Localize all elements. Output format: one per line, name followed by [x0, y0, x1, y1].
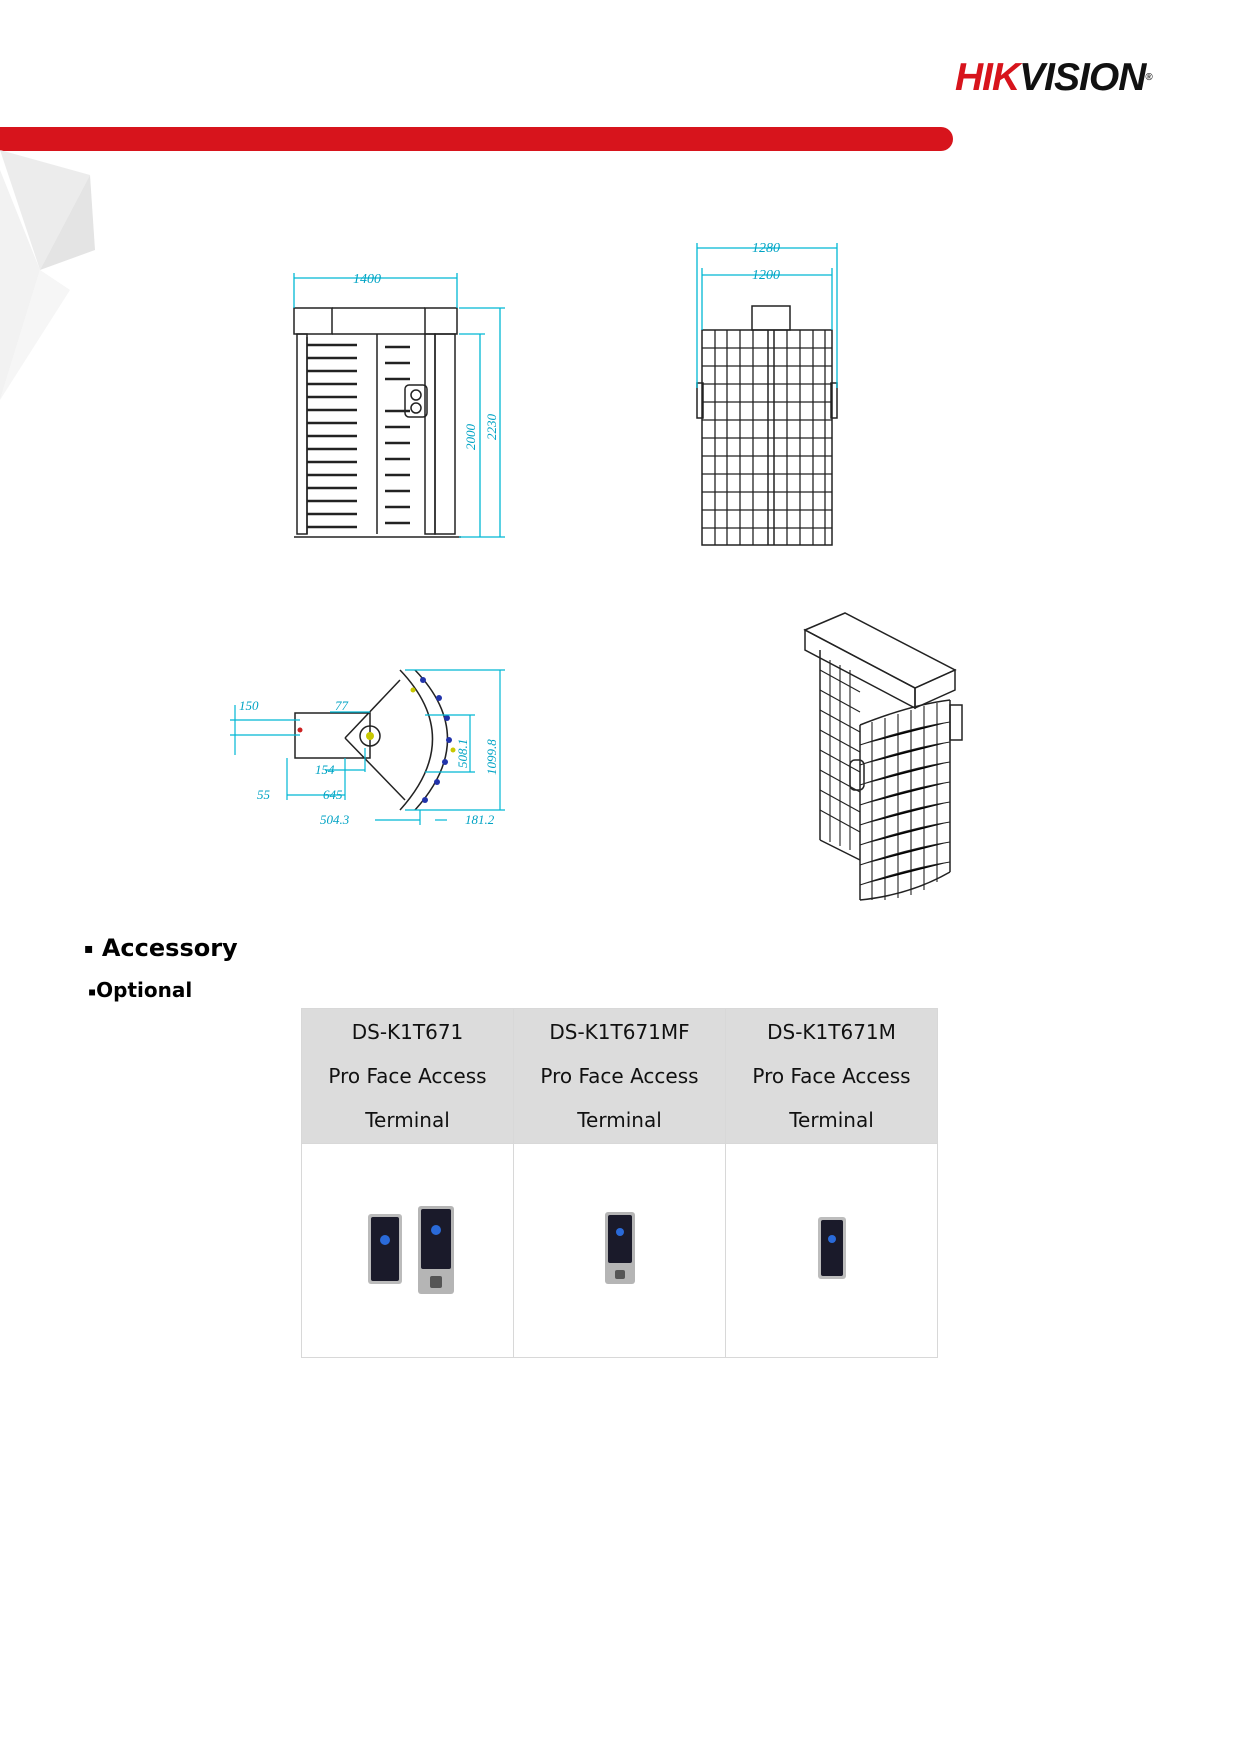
table-cell-header: DS-K1T671 Pro Face Access Terminal	[301, 1008, 514, 1144]
bullet-icon: ▪	[84, 941, 94, 957]
table-header-row: DS-K1T671 Pro Face Access Terminal DS-K1…	[301, 1008, 938, 1144]
face-terminal-pair-image	[367, 1206, 454, 1294]
model-desc-line2: Terminal	[789, 1108, 874, 1132]
table-image-row	[301, 1143, 938, 1358]
dim-inner-width: 1200	[752, 268, 780, 283]
face-terminal-mf-image	[604, 1212, 635, 1284]
table-cell-image	[725, 1143, 938, 1358]
model-desc-line2: Terminal	[365, 1108, 450, 1132]
face-terminal-m-image	[817, 1217, 846, 1279]
table-cell-header: DS-K1T671MF Pro Face Access Terminal	[513, 1008, 726, 1144]
dim-181: 181.2	[465, 812, 495, 827]
model-desc-line2: Terminal	[577, 1108, 662, 1132]
decorative-triangles	[0, 150, 95, 400]
model-desc-line1: Pro Face Access	[752, 1064, 911, 1088]
dim-645: 645	[323, 787, 343, 802]
side-view-drawing: 1280 1200	[696, 241, 838, 546]
dim-508: 508.1	[455, 739, 470, 768]
accessory-table: DS-K1T671 Pro Face Access Terminal DS-K1…	[301, 1008, 938, 1358]
dim-width: 1400	[353, 272, 381, 287]
model-desc-line1: Pro Face Access	[328, 1064, 487, 1088]
table-cell-header: DS-K1T671M Pro Face Access Terminal	[725, 1008, 938, 1144]
accessory-heading: ▪ Accessory	[84, 934, 238, 962]
table-cell-image	[301, 1143, 514, 1358]
hikvision-logo: HIKVISION®	[955, 56, 1153, 99]
dim-77: 77	[335, 698, 349, 713]
model-name: DS-K1T671M	[767, 1020, 896, 1044]
front-view-drawing: 1400 2000 2230	[293, 272, 505, 538]
model-name: DS-K1T671MF	[549, 1020, 690, 1044]
dim-55: 55	[257, 787, 271, 802]
table-cell-image	[513, 1143, 726, 1358]
optional-subheading: ▪Optional	[88, 978, 193, 1002]
header-red-bar	[0, 127, 953, 151]
dim-outer-width: 1280	[752, 241, 780, 256]
bullet-icon: ▪	[88, 984, 97, 999]
isometric-view-drawing	[803, 612, 963, 901]
model-name: DS-K1T671	[351, 1020, 464, 1044]
dim-150: 150	[239, 698, 259, 713]
dim-1099: 1099.8	[484, 739, 499, 775]
dim-height-inner: 2000	[463, 424, 478, 451]
model-desc-line1: Pro Face Access	[540, 1064, 699, 1088]
dim-504: 504.3	[320, 812, 350, 827]
dim-height-outer: 2230	[484, 414, 499, 441]
dim-154: 154	[315, 762, 335, 777]
top-view-drawing: 150 77 154 55 645 504.3 181.2 508.1 1099…	[230, 669, 505, 827]
